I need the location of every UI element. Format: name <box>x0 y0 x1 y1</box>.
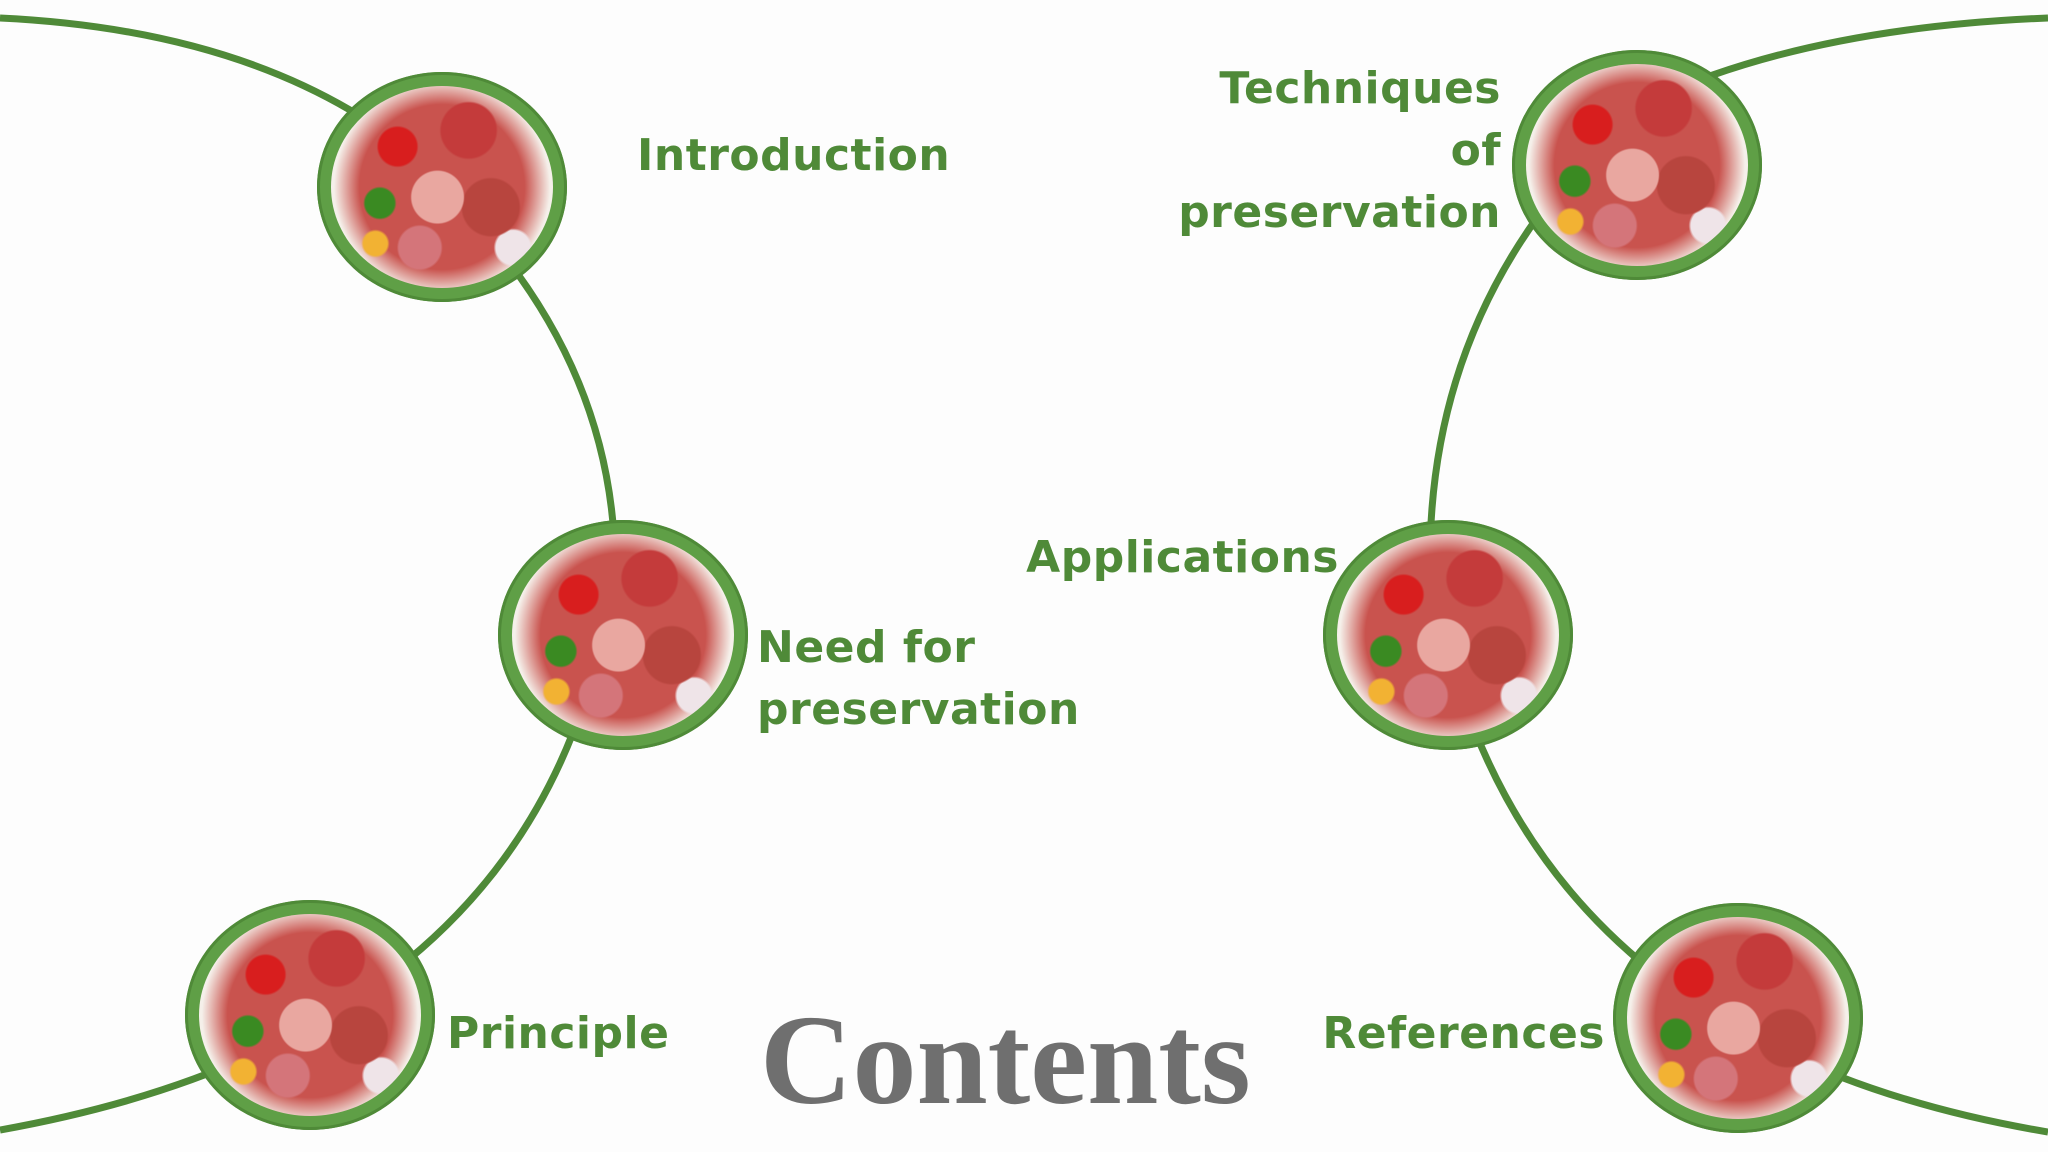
item-label-need-for-preservation[interactable]: Need for preservation <box>757 622 1080 735</box>
meat-vegetables-image <box>512 534 734 736</box>
meat-vegetables-image <box>1526 64 1748 266</box>
meat-vegetables-image <box>331 86 553 288</box>
slide-title: Contents <box>760 989 1251 1131</box>
item-node-applications[interactable] <box>1323 520 1573 750</box>
item-node-principle[interactable] <box>185 900 435 1130</box>
item-node-introduction[interactable] <box>317 72 567 302</box>
meat-vegetables-image <box>1337 534 1559 736</box>
item-label-techniques-of-preservation[interactable]: Techniques of preservation <box>1178 63 1501 238</box>
item-label-applications[interactable]: Applications <box>1026 532 1339 583</box>
meat-vegetables-image <box>199 914 421 1116</box>
item-node-references[interactable] <box>1613 903 1863 1133</box>
item-node-need-for-preservation[interactable] <box>498 520 748 750</box>
meat-vegetables-image <box>1627 917 1849 1119</box>
item-node-techniques-of-preservation[interactable] <box>1512 50 1762 280</box>
item-label-references[interactable]: References <box>1322 1008 1605 1059</box>
item-label-introduction[interactable]: Introduction <box>637 130 951 181</box>
item-label-principle[interactable]: Principle <box>447 1008 670 1059</box>
